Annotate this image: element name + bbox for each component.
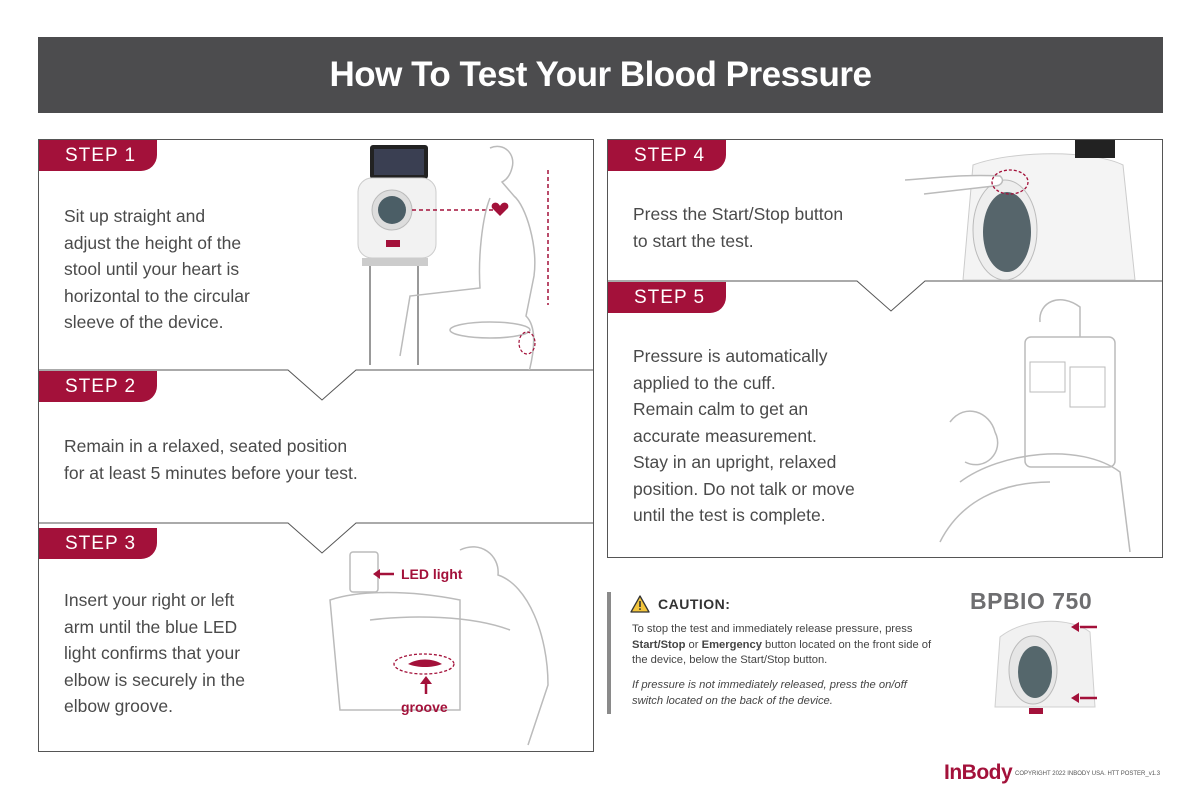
led-light-label: LED light (401, 566, 463, 582)
step-1-text: Sit up straight and adjust the height of… (64, 206, 250, 332)
warning-icon (630, 595, 650, 613)
title-banner: How To Test Your Blood Pressure (38, 37, 1163, 113)
caution-text: To stop the test and immediately release… (632, 623, 932, 666)
groove-label: groove (401, 699, 448, 715)
caution-bar (607, 592, 611, 714)
step-2-text: Remain in a relaxed, seated position for… (64, 436, 358, 483)
step-5-text: Pressure is automatically applied to the… (633, 346, 855, 525)
step-1-illustration (357, 145, 549, 370)
caution-title: CAUTION: (658, 596, 731, 612)
inbody-logo: InBody (944, 761, 1013, 784)
step-4-tag: STEP 4 (608, 140, 726, 171)
step-4-illustration (905, 140, 1136, 280)
page-title: How To Test Your Blood Pressure (329, 55, 873, 94)
step-3-tag: STEP 3 (39, 528, 157, 559)
device-image (994, 620, 1097, 714)
step-5-tag: STEP 5 (608, 282, 726, 313)
right-dividers (607, 280, 1163, 312)
step-5-illustration (939, 299, 1131, 553)
copyright-text: COPYRIGHT 2022 INBODY USA. HTT POSTER_v1… (1015, 771, 1161, 777)
left-dividers (38, 369, 594, 554)
step-4-text: Press the Start/Stop button to start the… (633, 204, 844, 251)
step-3-illustration (329, 546, 549, 746)
step-1-tag: STEP 1 (39, 140, 157, 171)
caution-heading: CAUTION: (630, 595, 730, 613)
step-3-text: Insert your right or left arm until the … (64, 590, 245, 716)
model-name: BPBIO 750 (970, 588, 1093, 614)
caution-note: If pressure is not immediately released,… (632, 679, 907, 707)
left-panel (38, 139, 594, 752)
step-2-tag: STEP 2 (39, 371, 157, 402)
right-panel (607, 139, 1163, 558)
